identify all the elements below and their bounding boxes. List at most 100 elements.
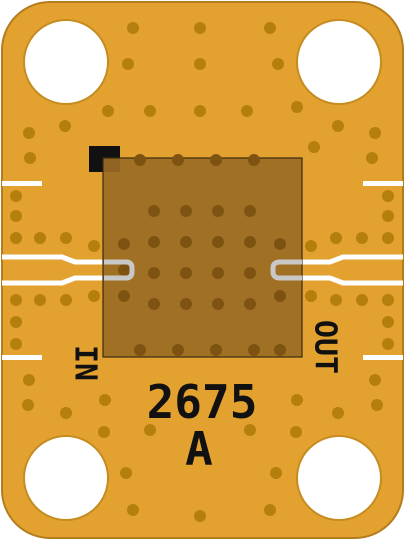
thermal-via (244, 298, 256, 310)
thermal-via (244, 236, 256, 248)
via (330, 294, 342, 306)
via (270, 467, 282, 479)
ground-gap-right-bottom (363, 355, 403, 360)
thermal-via (244, 205, 256, 217)
output-label: OUT (308, 320, 343, 374)
thermal-via (180, 205, 192, 217)
via (290, 426, 302, 438)
via (127, 504, 139, 516)
thermal-via (274, 344, 286, 356)
via (88, 240, 100, 252)
via (291, 394, 303, 406)
via (244, 424, 256, 436)
thermal-via (248, 344, 260, 356)
via (144, 424, 156, 436)
via (382, 294, 394, 306)
via (10, 210, 22, 222)
part-number-label: 2675 (147, 375, 258, 429)
revision-label: A (185, 422, 213, 476)
via (34, 232, 46, 244)
via (366, 152, 378, 164)
thermal-via (212, 205, 224, 217)
via (10, 294, 22, 306)
thermal-via (180, 298, 192, 310)
via (98, 426, 110, 438)
output-trace-gap-upper (302, 254, 403, 265)
thermal-via (212, 236, 224, 248)
via (127, 22, 139, 34)
thermal-via (210, 344, 222, 356)
via (10, 232, 22, 244)
input-rf-pad (104, 259, 135, 281)
thermal-via (148, 267, 160, 279)
via (122, 58, 134, 70)
ic-package (102, 157, 303, 358)
thermal-via (180, 267, 192, 279)
via (305, 290, 317, 302)
via (332, 120, 344, 132)
via (356, 232, 368, 244)
via (382, 316, 394, 328)
via (382, 190, 394, 202)
via (308, 141, 320, 153)
thermal-via (148, 298, 160, 310)
via (194, 58, 206, 70)
via (371, 399, 383, 411)
thermal-via (118, 238, 130, 250)
thermal-via (180, 236, 192, 248)
via (382, 210, 394, 222)
ground-gap-right-top (363, 181, 403, 186)
mounting-holes (23, 19, 382, 521)
via-field (10, 22, 394, 522)
via (241, 105, 253, 117)
via (10, 190, 22, 202)
via (23, 127, 35, 139)
via (144, 105, 156, 117)
thermal-via (210, 154, 222, 166)
thermal-via (212, 267, 224, 279)
via (99, 394, 111, 406)
via (194, 510, 206, 522)
thermal-via (274, 290, 286, 302)
input-trace-gap-upper (2, 254, 104, 265)
via (60, 232, 72, 244)
mounting-hole-top-left (23, 19, 109, 105)
via (23, 374, 35, 386)
via (330, 232, 342, 244)
via (369, 374, 381, 386)
via (194, 105, 206, 117)
via (60, 407, 72, 419)
thermal-via (274, 238, 286, 250)
via (34, 294, 46, 306)
output-rf-pad (270, 259, 302, 281)
thermal-via-array (118, 154, 286, 356)
thermal-via (244, 267, 256, 279)
mounting-hole-top-right (296, 19, 382, 105)
via (102, 105, 114, 117)
via (356, 294, 368, 306)
via (272, 58, 284, 70)
mounting-hole-bottom-right (296, 435, 382, 521)
via (382, 232, 394, 244)
thermal-via (172, 154, 184, 166)
via (22, 399, 34, 411)
rf-trace-gaps (2, 181, 403, 360)
via (120, 467, 132, 479)
ground-gap-left-top (2, 181, 42, 186)
mounting-hole-bottom-left (23, 435, 109, 521)
thermal-via (118, 264, 130, 276)
via (88, 290, 100, 302)
via (291, 101, 303, 113)
thermal-via (212, 298, 224, 310)
thermal-via (134, 154, 146, 166)
input-trace-gap-lower (2, 275, 104, 286)
via (59, 120, 71, 132)
thermal-via (148, 205, 160, 217)
input-label: IN (68, 345, 103, 381)
via (10, 338, 22, 350)
via (305, 240, 317, 252)
thermal-via (172, 344, 184, 356)
ground-gap-left-bottom (2, 355, 42, 360)
thermal-via (118, 290, 130, 302)
